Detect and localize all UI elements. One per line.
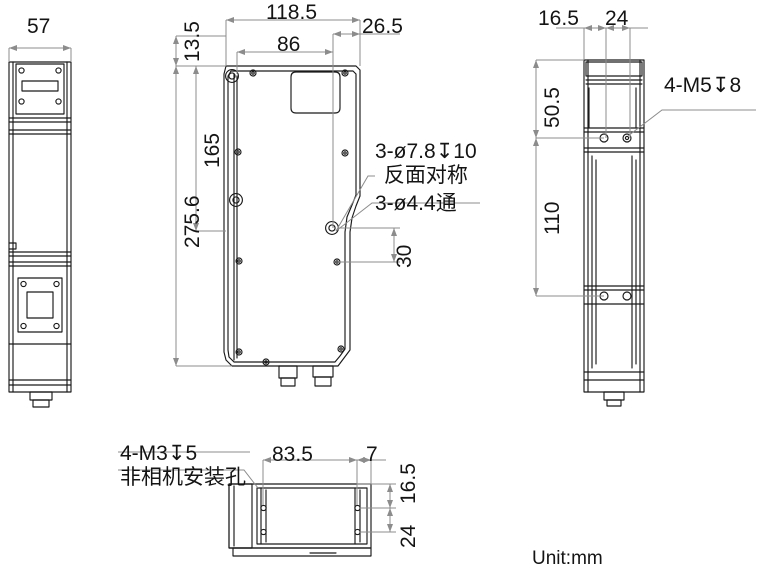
callout-through-hole: 3-ø4.4通 [375,192,457,216]
dim-front-height-275-6: 275.6 [181,195,204,248]
dim-front-width-86: 86 [277,33,301,56]
callout-m5-thread-line1: 4-M5↧8 [664,74,742,97]
unit-label: Unit:mm [532,548,603,569]
dim-front-height-13-5: 13.5 [181,21,204,62]
dim-bottom-width-7: 7 [366,443,378,466]
right-view-body [583,59,645,407]
dim-front-width-118-5: 118.5 [266,1,317,24]
dim-right-height-50-5: 50.5 [541,87,564,128]
dim-right-height-110: 110 [541,201,564,235]
callout-through-hole-line1: 3-ø4.4通 [375,192,457,215]
dim-left-view-width-57: 57 [27,15,51,38]
dim-bottom-height-24: 24 [397,524,420,548]
dim-right-width-16-5: 16.5 [538,7,579,30]
bottom-view-body [228,483,372,557]
dim-right-width-24: 24 [605,7,629,30]
callout-counterbore: 3-ø7.8↧10 反面对称 [375,140,477,187]
front-view-body [223,65,361,387]
dim-front-height-30: 30 [393,244,416,268]
callout-m3-thread-line2: 非相机安装孔 [120,465,246,489]
callout-m3-thread-line1: 4-M3↧5 [120,442,198,465]
callout-counterbore-line1: 3-ø7.8↧10 [375,140,477,163]
dim-bottom-height-16-5: 16.5 [397,463,420,504]
callout-m3-thread: 4-M3↧5 非相机安装孔 [120,442,246,489]
callout-m5-thread: 4-M5↧8 [664,74,741,98]
left-view-body [8,61,72,408]
dim-front-height-165: 165 [201,132,224,168]
dim-front-width-26-5: 26.5 [362,15,403,38]
callout-counterbore-line2: 反面对称 [383,163,468,187]
dimension-lines [8,17,756,533]
dim-bottom-width-83-5: 83.5 [272,443,313,466]
